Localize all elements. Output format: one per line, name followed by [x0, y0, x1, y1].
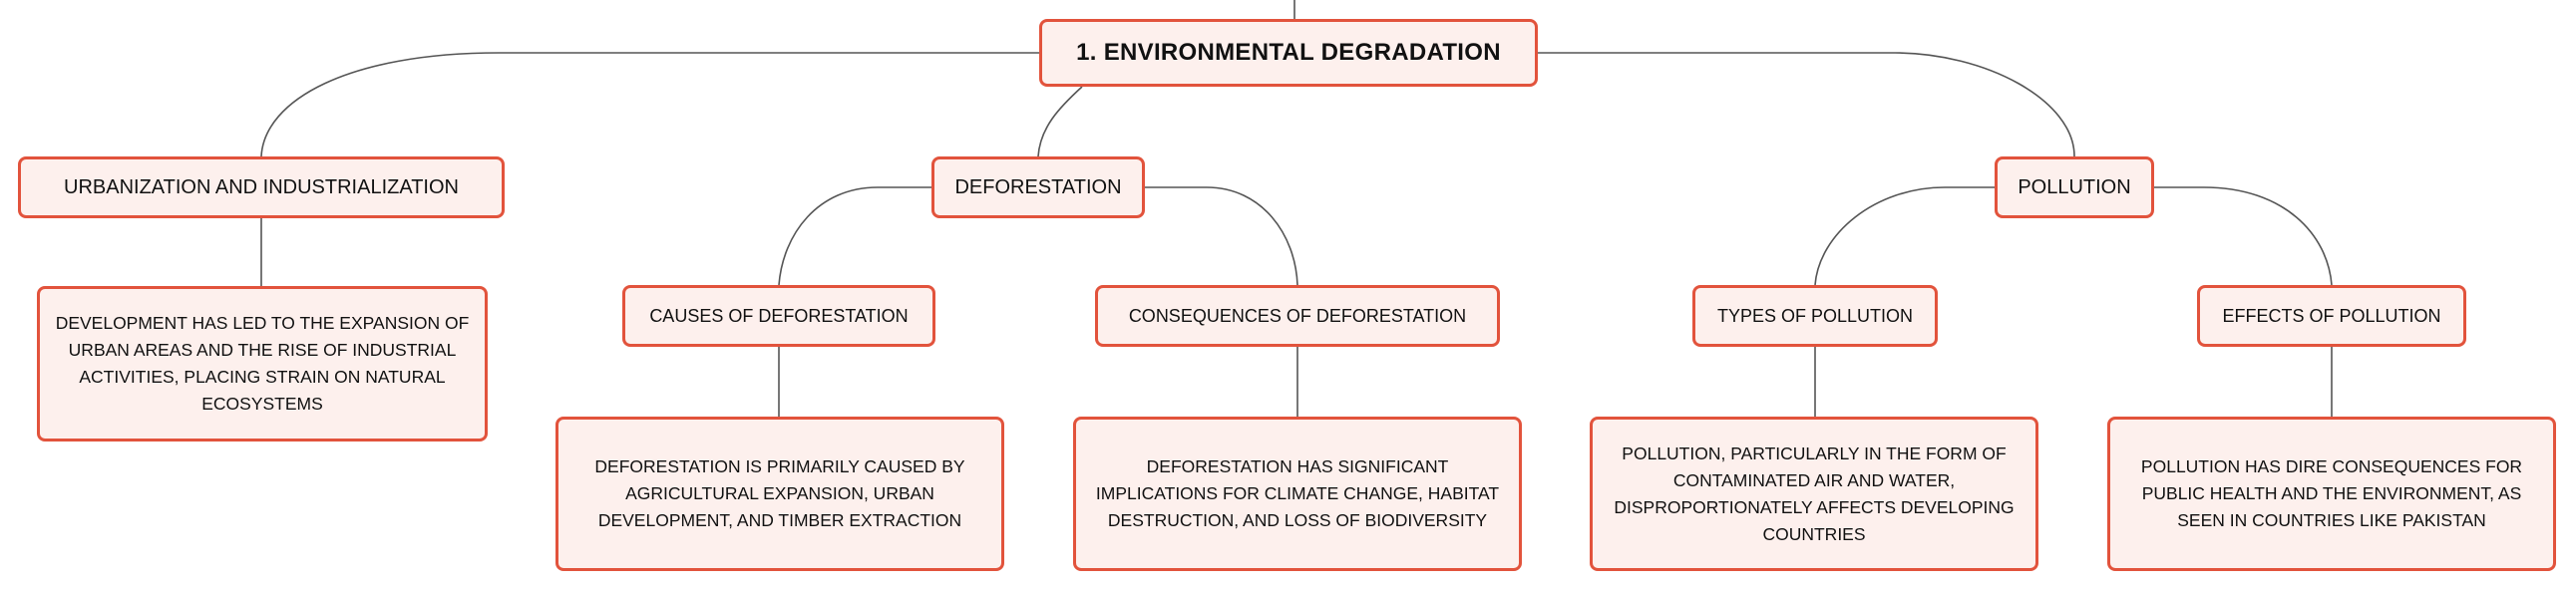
detail-consequences-of-deforestation[interactable]: DEFORESTATION HAS SIGNIFICANT IMPLICATIO…	[1073, 417, 1522, 571]
detail-text: POLLUTION HAS DIRE CONSEQUENCES FOR PUBL…	[2140, 456, 2523, 530]
subtopic-label: CAUSES OF DEFORESTATION	[649, 305, 909, 326]
detail-urbanization-industrialization[interactable]: DEVELOPMENT HAS LED TO THE EXPANSION OF …	[37, 286, 488, 442]
subtopic-effects-of-pollution[interactable]: EFFECTS OF POLLUTION	[2197, 285, 2466, 347]
connector-deforestation-causes	[778, 186, 931, 286]
root-topic-label: 1. ENVIRONMENTAL DEGRADATION	[1076, 39, 1501, 66]
detail-causes-of-deforestation[interactable]: DEFORESTATION IS PRIMARILY CAUSED BY AGR…	[555, 417, 1004, 571]
detail-text: DEVELOPMENT HAS LED TO THE EXPANSION OF …	[55, 313, 470, 414]
subtopic-label: EFFECTS OF POLLUTION	[2222, 305, 2441, 326]
detail-text: POLLUTION, PARTICULARLY IN THE FORM OF C…	[1614, 442, 2015, 544]
connector-deforestation-consequences	[1145, 186, 1298, 286]
detail-types-of-pollution[interactable]: POLLUTION, PARTICULARLY IN THE FORM OF C…	[1590, 417, 2038, 571]
subtopic-label: TYPES OF POLLUTION	[1716, 305, 1914, 326]
subtopic-label: CONSEQUENCES OF DEFORESTATION	[1128, 305, 1467, 326]
topic-label: POLLUTION	[2018, 175, 2131, 198]
connector-pollution-effects	[2154, 186, 2333, 286]
connector-pollution-types	[1814, 186, 1995, 286]
subtopic-consequences-of-deforestation[interactable]: CONSEQUENCES OF DEFORESTATION	[1095, 285, 1500, 347]
detail-text: DEFORESTATION HAS SIGNIFICANT IMPLICATIO…	[1095, 456, 1500, 530]
topic-pollution[interactable]: POLLUTION	[1995, 156, 2154, 218]
detail-text: DEFORESTATION IS PRIMARILY CAUSED BY AGR…	[594, 456, 965, 530]
connector-root-deforestation	[1037, 86, 1083, 157]
root-topic[interactable]: 1. ENVIRONMENTAL DEGRADATION	[1039, 19, 1538, 87]
detail-effects-of-pollution[interactable]: POLLUTION HAS DIRE CONSEQUENCES FOR PUBL…	[2107, 417, 2556, 571]
connector-root-urban	[260, 52, 1039, 157]
connector-root-pollution	[1538, 52, 2075, 157]
topic-label: URBANIZATION AND INDUSTRIALIZATION	[64, 175, 459, 198]
topic-deforestation[interactable]: DEFORESTATION	[931, 156, 1145, 218]
topic-urbanization-industrialization[interactable]: URBANIZATION AND INDUSTRIALIZATION	[18, 156, 505, 218]
topic-label: DEFORESTATION	[954, 175, 1122, 198]
subtopic-types-of-pollution[interactable]: TYPES OF POLLUTION	[1692, 285, 1938, 347]
subtopic-causes-of-deforestation[interactable]: CAUSES OF DEFORESTATION	[622, 285, 935, 347]
